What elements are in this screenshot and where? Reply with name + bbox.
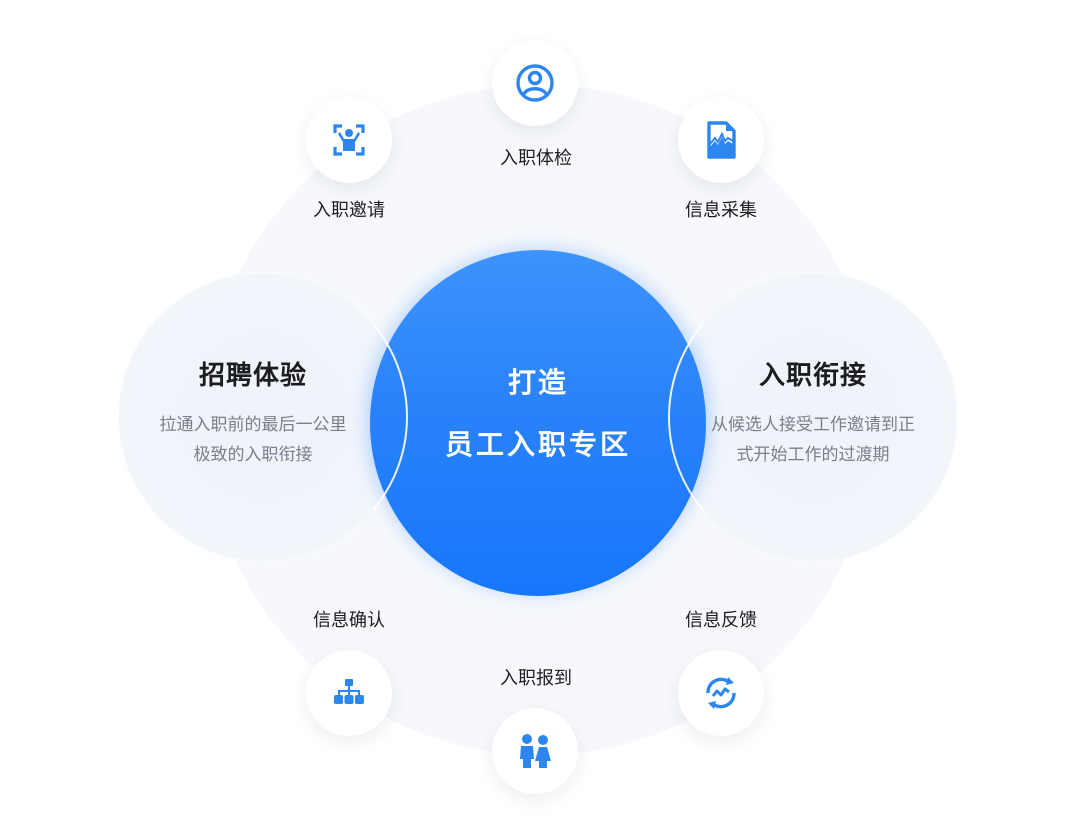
node-label-collect: 信息采集 <box>685 200 757 221</box>
center-title: 打造 员工入职专区 <box>370 250 706 596</box>
person-scan-icon <box>333 124 365 156</box>
right-panel-circle <box>668 272 958 562</box>
left-panel: 招聘体验 拉通入职前的最后一公里 极致的入职衔接 <box>108 262 398 552</box>
right-panel-desc-1: 从候选人接受工作邀请到正 <box>711 414 915 435</box>
people-icon <box>520 734 551 768</box>
node-info-confirm <box>306 650 392 736</box>
node-info-collect <box>678 97 764 183</box>
refresh-trend-icon <box>706 677 736 709</box>
left-panel-title: 招聘体验 <box>198 360 307 391</box>
right-panel: 入职衔接 从候选人接受工作邀请到正 式开始工作的过渡期 <box>668 262 958 552</box>
center-title-line2: 员工入职专区 <box>444 428 631 461</box>
right-panel-desc-2: 式开始工作的过渡期 <box>736 444 890 465</box>
node-label-checkin: 入职报到 <box>500 668 572 689</box>
node-medical-check <box>492 40 578 126</box>
user-circle-icon <box>516 64 554 102</box>
node-onboarding-invite <box>306 97 392 183</box>
center-circle <box>370 250 706 596</box>
left-panel-desc-1: 拉通入职前的最后一公里 <box>159 414 347 435</box>
left-panel-circle <box>118 272 408 562</box>
node-check-in <box>492 708 578 794</box>
right-panel-title: 入职衔接 <box>758 360 867 391</box>
node-label-invite: 入职邀请 <box>313 200 385 221</box>
document-chart-icon <box>707 121 736 159</box>
node-label-medical: 入职体检 <box>500 148 572 169</box>
node-label-confirm: 信息确认 <box>313 610 385 631</box>
center-title-line1: 打造 <box>507 366 568 399</box>
org-chart-icon <box>334 679 364 704</box>
left-panel-desc-2: 极致的入职衔接 <box>193 444 313 465</box>
node-info-feedback <box>678 650 764 736</box>
node-label-feedback: 信息反馈 <box>685 610 757 631</box>
